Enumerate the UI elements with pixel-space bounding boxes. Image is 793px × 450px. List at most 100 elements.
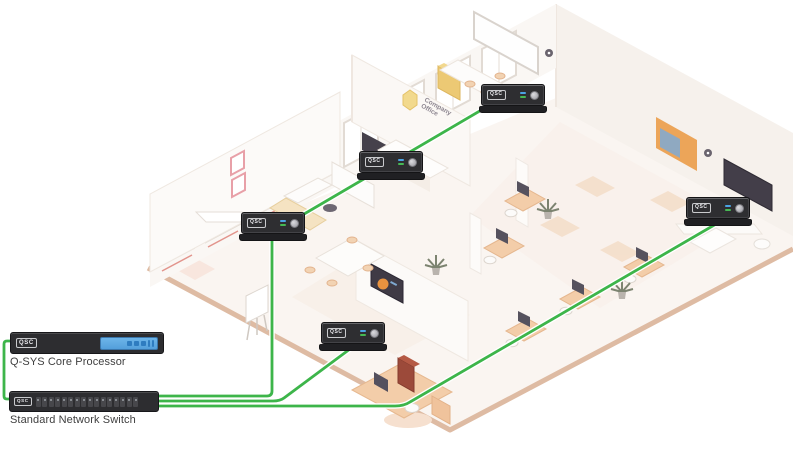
volume-knob — [290, 218, 299, 228]
coffee-table — [323, 204, 337, 212]
screen-button — [152, 339, 154, 347]
cable-switch-to-device4 — [144, 222, 718, 408]
screen-button — [134, 340, 139, 346]
qsc-logo: QSC — [247, 218, 266, 228]
ethernet-port — [55, 396, 61, 407]
volume-knob — [370, 328, 379, 338]
sofa — [282, 177, 334, 204]
device-front: QSC — [481, 84, 545, 106]
picture-frame — [230, 149, 245, 177]
ethernet-port — [48, 396, 54, 407]
carpet-tiles — [540, 176, 690, 262]
volume-knob — [735, 203, 744, 213]
status-leds — [280, 219, 286, 227]
led-blue — [280, 219, 286, 223]
projector-screen — [473, 10, 539, 76]
clock-face-2 — [706, 151, 710, 155]
led-blue — [520, 91, 526, 95]
meeting-tv-chart — [377, 278, 389, 290]
open-office-tint — [470, 122, 742, 308]
chair — [494, 72, 506, 80]
cables — [1, 92, 719, 409]
armchair — [753, 238, 771, 250]
ethernet-port — [74, 396, 80, 407]
ethernet-port — [126, 396, 132, 407]
device-front: QSC — [241, 212, 305, 234]
ethernet-port — [61, 396, 67, 407]
network-switch: QSC — [9, 391, 159, 412]
core-processor: QSC — [10, 332, 164, 354]
qsys-device-4: QSC — [684, 197, 752, 226]
chair — [464, 80, 476, 88]
qsc-logo: QSC — [365, 157, 384, 167]
furniture — [194, 59, 771, 428]
company-logo-hex — [402, 89, 418, 111]
drawer-unit — [431, 395, 451, 425]
ethernet-port — [113, 396, 119, 407]
screen-button — [148, 339, 150, 347]
qsys-device-5: QSC — [319, 322, 387, 351]
cable-core-to-switch — [2, 339, 15, 401]
chair — [362, 264, 374, 272]
pillar — [469, 212, 482, 275]
white-cabinet — [688, 227, 738, 254]
meeting-table — [314, 237, 386, 277]
device-base — [319, 344, 387, 351]
led-blue — [360, 329, 366, 333]
led-blue — [725, 204, 731, 208]
bulletin-map — [660, 128, 680, 158]
picture-frame — [231, 171, 246, 199]
device-front: QSC — [359, 151, 423, 173]
ethernet-port — [87, 396, 93, 407]
chair — [326, 279, 338, 287]
core-processor-label: Q-SYS Core Processor — [10, 356, 126, 368]
screen-button — [127, 340, 132, 346]
qsc-logo: QSC — [327, 328, 346, 338]
qsys-device-2: QSC — [357, 151, 425, 180]
ethernet-port — [133, 396, 139, 407]
led-green — [520, 95, 526, 99]
status-leds — [360, 329, 366, 337]
led-green — [360, 333, 366, 337]
device-front: QSC — [321, 322, 385, 344]
flipchart — [245, 284, 269, 324]
plants — [424, 199, 634, 299]
device-base — [479, 106, 547, 113]
qsc-logo: QSC — [692, 203, 711, 213]
status-leds — [520, 91, 526, 99]
clock-face — [547, 51, 551, 55]
led-green — [280, 223, 286, 227]
chair — [304, 266, 316, 274]
ethernet-port — [81, 396, 87, 407]
server-tower — [397, 357, 415, 393]
chair — [346, 236, 358, 244]
led-green — [725, 208, 731, 212]
ethernet-port — [35, 396, 41, 407]
floor-mat — [384, 412, 432, 428]
switch-ports — [35, 396, 154, 407]
monitor — [374, 372, 388, 392]
qsc-logo: QSC — [487, 90, 506, 100]
volume-knob — [408, 157, 417, 167]
wall-meeting — [355, 239, 469, 362]
screen-button — [141, 340, 146, 346]
ethernet-port — [94, 396, 100, 407]
led-blue — [398, 158, 404, 162]
workstations — [482, 181, 666, 348]
wall-tv — [723, 158, 773, 212]
ethernet-port — [100, 396, 106, 407]
ethernet-port — [120, 396, 126, 407]
device-base — [684, 219, 752, 226]
device-front: QSC — [686, 197, 750, 219]
ethernet-port — [107, 396, 113, 407]
led-green — [398, 162, 404, 166]
server-top — [398, 355, 420, 367]
qsc-logo: QSC — [14, 397, 32, 406]
flipchart-legs — [246, 314, 268, 341]
cable-switch-to-device3 — [144, 236, 274, 398]
device-base — [239, 234, 307, 241]
volume-knob — [530, 90, 539, 100]
right-wall-decor — [473, 10, 773, 212]
